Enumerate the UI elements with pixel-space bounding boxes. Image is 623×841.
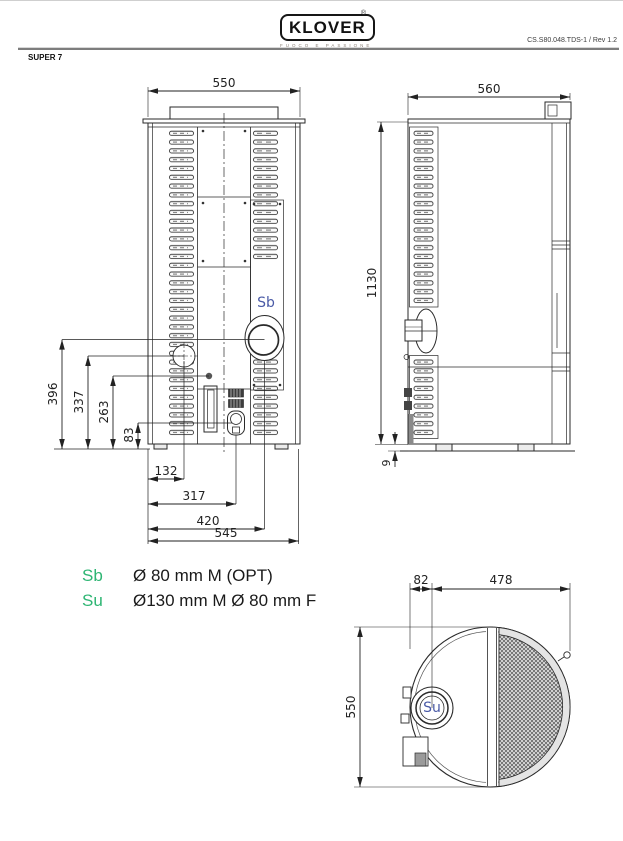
- vent-grille-right-upper: [252, 129, 279, 261]
- foot: [274, 443, 289, 450]
- front-view: Sb: [142, 106, 306, 453]
- model-name: SUPER 7: [28, 53, 63, 62]
- dim-side-depth: 560: [478, 82, 501, 96]
- vent-grille-rear-lower: [412, 357, 436, 437]
- top-grille-mesh: [498, 634, 564, 780]
- dim-front-width: 550: [213, 76, 236, 90]
- dim-top-diameter: 550: [344, 696, 358, 719]
- dim-su-offset: 82: [413, 573, 428, 587]
- top-view: Su: [400, 626, 571, 788]
- front-view-dimensions: 550 396 337 263 83: [46, 76, 301, 544]
- dim-total-height: 1130: [365, 268, 379, 299]
- foot: [153, 443, 168, 450]
- dim-foot-height: 9: [380, 460, 393, 467]
- dim-connection-x: 132: [155, 464, 178, 478]
- chimney-stub: [544, 101, 572, 120]
- dim-socket-height: 83: [122, 427, 136, 442]
- side-view-dimensions: 560 1130 9: [365, 82, 571, 467]
- dim-su-to-edge: 478: [490, 573, 513, 587]
- foot: [435, 443, 453, 452]
- hinge-pin: [563, 651, 571, 659]
- legend-value-sb: Ø 80 mm M (OPT): [133, 566, 273, 585]
- stove-body-side: [407, 118, 571, 445]
- side-tab: [402, 686, 412, 699]
- header-divider: [18, 47, 619, 50]
- registered-mark: ®: [360, 10, 366, 17]
- brand-logo-box: KLOVER: [280, 14, 375, 41]
- panel-screws: [201, 129, 282, 387]
- top-view-dimensions: 82 478 550: [344, 573, 571, 788]
- brand-tagline: FUOCO E PASSIONE: [280, 43, 373, 48]
- side-handle: [404, 308, 438, 354]
- vent-grille-right-lower: [252, 357, 279, 437]
- auger-box: [402, 736, 429, 767]
- terminal-blocks: [228, 388, 244, 408]
- sb-port-label: Sb: [257, 295, 275, 311]
- dim-sb-x: 420: [197, 514, 220, 528]
- brand-logo: KLOVER ® FUOCO E PASSIONE: [280, 10, 375, 48]
- vent-grille-rear-upper: [412, 129, 436, 305]
- legend: Sb Ø 80 mm M (OPT) Su Ø130 mm M Ø 80 mm …: [82, 566, 316, 610]
- side-view: [400, 101, 575, 452]
- legend-key-sb: Sb: [82, 566, 103, 585]
- dim-socket-x: 317: [183, 489, 206, 503]
- dim-base-width: 545: [215, 526, 238, 540]
- dim-knob-height: 263: [97, 401, 111, 424]
- dim-sb-height: 396: [46, 383, 60, 406]
- rear-socket: [404, 401, 412, 410]
- legend-value-su: Ø130 mm M Ø 80 mm F: [133, 591, 316, 610]
- vent-grille-left: [168, 129, 195, 437]
- service-slot: [203, 385, 218, 433]
- dim-connection-height: 337: [72, 391, 86, 414]
- document-reference: CS.S80.048.TDS-1 / Rev 1.2: [527, 37, 617, 44]
- rear-switch: [404, 388, 412, 397]
- side-tab: [400, 713, 410, 724]
- brand-name: KLOVER: [289, 18, 366, 37]
- foot: [517, 443, 535, 452]
- legend-key-su: Su: [82, 591, 103, 610]
